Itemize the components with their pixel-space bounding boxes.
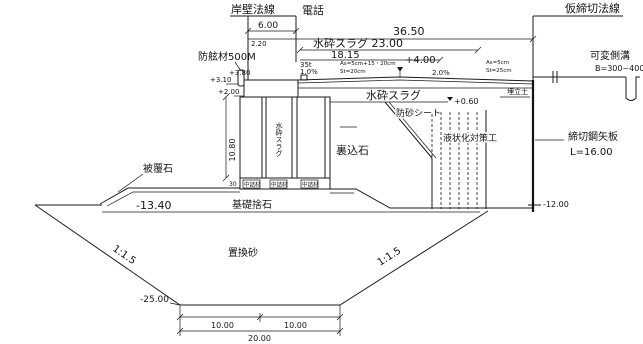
- top-reference-lines: 岸壁法線 電話 6.00 36.50 仮締切法線 2.20 水砕スラグ 23.0…: [230, 1, 623, 80]
- caisson-cell-label: 水砕スラグ: [275, 121, 283, 157]
- bollard-label: 35t: [300, 61, 312, 69]
- dimension-6-00: 6.00: [258, 21, 278, 31]
- infill-label: 中詰材: [244, 181, 261, 189]
- ditch-icon: [625, 76, 640, 101]
- backfill-stone-label: 裏込石: [336, 143, 369, 157]
- ditch-width-label: B=300~400: [595, 64, 643, 73]
- dimension-tick: [176, 327, 184, 335]
- pavement-rear-spec-1: As=5cm: [486, 60, 509, 66]
- fender-icon: [237, 69, 245, 87]
- slag-width-dimension: 水砕スラグ 23.00: [313, 36, 403, 50]
- slope-sea-label: 1.0%: [300, 68, 318, 76]
- level-0-60-marker: [447, 97, 453, 101]
- dimension-tick: [292, 27, 300, 35]
- dimension-tick: [222, 174, 230, 182]
- seabed-level-right: -12.00: [543, 200, 569, 209]
- caisson-outline: [239, 96, 331, 190]
- dimension-tick: [474, 46, 482, 54]
- sheet-pile-length: L=16.00: [570, 147, 613, 158]
- slag-fill-label: 水砕スラグ: [366, 88, 421, 102]
- crest-level-marker: [397, 67, 403, 72]
- caisson: 水砕スラグ 中詰材 中詰材 中詰材 10.80 30: [222, 93, 331, 190]
- dimension-18-15: 18.15: [331, 50, 360, 61]
- dimension-tick: [336, 313, 344, 321]
- sheet-pile-label: 締切鋼矢板: [568, 130, 618, 143]
- pavement-layer: [297, 79, 534, 85]
- dimension-bottom-left: 10.00: [211, 321, 234, 330]
- variable-ditch-label: 可変側溝: [590, 49, 630, 62]
- armor-stone-label: 被覆石: [143, 162, 173, 175]
- superstructure: 防舷材500M +3.80 +3.10 +2.00 35t 1.0% As=5c…: [198, 50, 534, 98]
- pavement-surface: [297, 76, 534, 82]
- bottom-dimensions: 10.00 10.00 20.00: [176, 305, 344, 343]
- armor-stone-leader: [117, 173, 144, 193]
- dimension-tick: [256, 313, 264, 321]
- level-3-10: +3.10: [210, 76, 231, 84]
- infill-label: 中詰材: [302, 181, 319, 189]
- right-side: 可変側溝 B=300~400 締切鋼矢板 L=16.00 -12.00: [528, 49, 643, 212]
- dimension-tick: [296, 46, 304, 54]
- infill-label-box: [269, 179, 288, 189]
- infill-label-box: [242, 179, 261, 189]
- sand-sheet-line-inner: [388, 101, 437, 159]
- crest-level: +4.00: [405, 55, 436, 66]
- sand-sheet-line: [384, 101, 433, 159]
- dimension-bottom-right: 10.00: [284, 321, 307, 330]
- backfill-area: 水砕スラグ +0.60 埋立土 防砂シート 裏込石 液状化対策工: [330, 87, 530, 209]
- dimension-2-20: 2.20: [251, 40, 267, 48]
- dimension-bottom-total: 20.00: [248, 334, 271, 343]
- base-thickness: 30: [229, 181, 237, 188]
- caisson-height: 10.80: [228, 139, 237, 162]
- seabed-level-left: -13.40: [136, 199, 171, 212]
- armor-stone-inner: [106, 191, 240, 207]
- dimension-tick: [244, 27, 252, 35]
- liquefaction-label: 液状化対策工: [443, 132, 497, 144]
- infill-label-box: [300, 179, 319, 189]
- level-3-80: +3.80: [229, 69, 250, 77]
- fender-label: 防舷材500M: [198, 50, 256, 63]
- rubble-label: 基礎捨石: [232, 198, 272, 211]
- dimension-tick: [336, 327, 344, 335]
- telephone-label: 電話: [302, 3, 324, 17]
- level-0-60: +0.60: [454, 97, 479, 106]
- replacement-sand-outline: [34, 204, 489, 306]
- dimension-tick: [176, 313, 184, 321]
- reclaimed-soil-label: 埋立土: [507, 87, 528, 96]
- bottom-level: -25.00: [140, 295, 169, 305]
- cofferdam-line-label: 仮締切法線: [565, 1, 620, 15]
- dimension-36-50: 36.50: [393, 25, 425, 38]
- slope-land-label: 2.0%: [432, 69, 450, 77]
- bottom-level-leader: [169, 302, 181, 306]
- rubble-mound-right: [330, 188, 533, 209]
- infill-label: 中詰材: [271, 181, 288, 189]
- pavement-rear-spec-2: St=25cm: [486, 68, 512, 74]
- sand-sheet-label: 防砂シート: [396, 107, 441, 119]
- quay-line-label: 岸壁法線: [231, 2, 275, 16]
- liquefaction-zone: 液状化対策工: [431, 110, 499, 209]
- dimension-tick: [222, 93, 230, 101]
- level-2-00: +2.00: [218, 88, 239, 96]
- pavement-front-spec-2: St=20cm: [340, 69, 366, 75]
- replacement-sand-label: 置換砂: [228, 246, 258, 259]
- dimension-tick: [436, 56, 444, 64]
- armor-stone-outer: [99, 187, 240, 205]
- pavement-front-spec-1: As=5cm+15・20cm: [340, 61, 396, 67]
